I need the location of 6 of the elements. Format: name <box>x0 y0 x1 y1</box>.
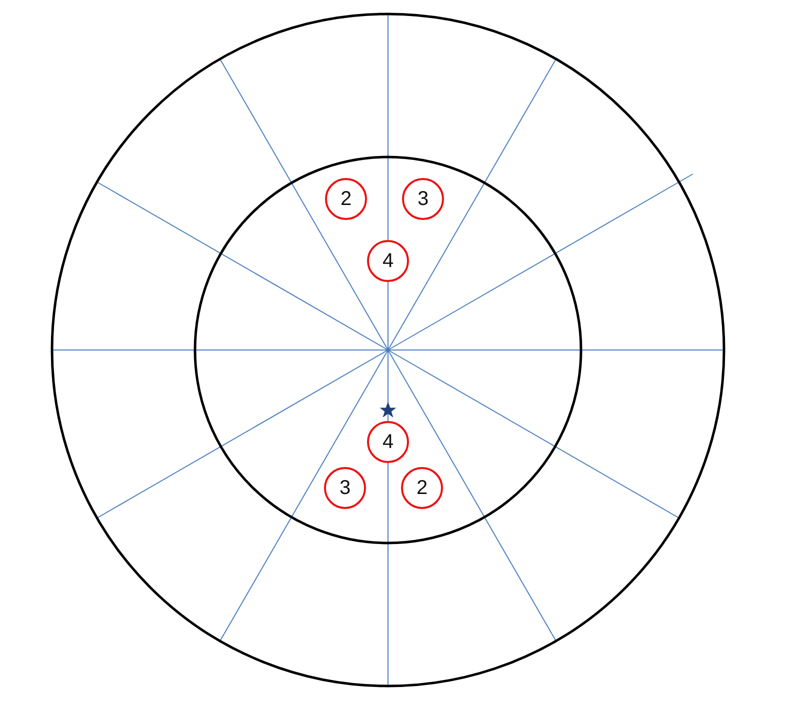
numbered-circle: 4 <box>367 240 409 282</box>
numbered-circle: 4 <box>367 421 409 463</box>
numbered-circle: 2 <box>401 467 443 509</box>
numbered-circle: 2 <box>325 178 367 220</box>
numbered-circle: 3 <box>324 467 366 509</box>
numbered-circle: 3 <box>402 178 444 220</box>
